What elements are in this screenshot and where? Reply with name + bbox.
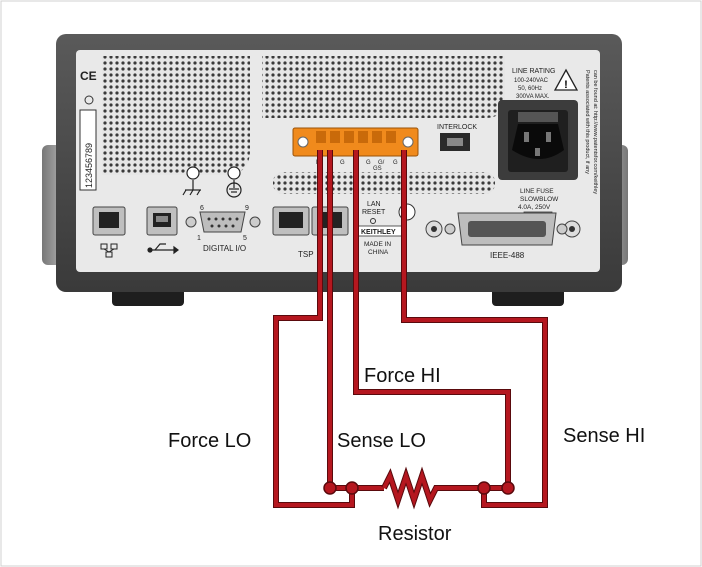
- line-fuse-3: 4.0A, 250V: [518, 204, 551, 211]
- usb-icon: [147, 243, 179, 255]
- dio-pin-9: 9: [245, 205, 249, 212]
- line-rating-3: 300VA MAX.: [516, 94, 550, 100]
- interlock-label: INTERLOCK: [437, 124, 477, 131]
- term-label-4: G/: [378, 160, 385, 166]
- lan-icon: [100, 243, 118, 258]
- dio-pin-6: 6: [200, 205, 204, 212]
- lan-port[interactable]: [92, 206, 126, 236]
- digital-io-connector[interactable]: [185, 211, 261, 233]
- svg-text:!: !: [564, 79, 568, 91]
- protective-earth-icon: [226, 166, 242, 198]
- tsp-label: TSP: [298, 250, 314, 259]
- line-fuse-2: SLOWBLOW: [520, 196, 559, 203]
- ieee-label: IEEE-488: [490, 251, 525, 260]
- usb-port[interactable]: [146, 206, 178, 236]
- lan-reset-1: LAN: [367, 201, 381, 208]
- sense-lo-label: Sense LO: [337, 430, 426, 452]
- junction-dot: [477, 481, 491, 495]
- lan-reset-2: RESET: [362, 209, 386, 216]
- line-rating-2: 50, 60Hz: [518, 86, 542, 92]
- junction-dot: [345, 481, 359, 495]
- made-in-2: CHINA: [368, 249, 389, 256]
- junction-dot: [501, 481, 515, 495]
- term-label-6: GS: [373, 166, 382, 172]
- terminal-block[interactable]: [292, 127, 419, 157]
- warning-icon: !: [553, 68, 579, 91]
- line-fuse-1: LINE FUSE: [520, 188, 554, 195]
- keithley-label: KEITHLEY: [361, 229, 396, 236]
- resistor-label: Resistor: [378, 523, 452, 545]
- chassis-ground-icon: [182, 166, 201, 196]
- term-label-5: G: [393, 160, 398, 166]
- serial-strip: [79, 109, 97, 191]
- ieee-488-connector[interactable]: [444, 212, 568, 246]
- sense-hi-label: Sense HI: [563, 425, 645, 447]
- made-in-1: MADE IN: [364, 241, 391, 248]
- digital-io-label: DIGITAL I/O: [203, 244, 246, 253]
- lan-reset-button[interactable]: [370, 218, 376, 224]
- term-label-3: G: [366, 160, 371, 166]
- mid-vent: [273, 172, 495, 194]
- term-label-2: G: [340, 160, 345, 166]
- dio-pin-5: 5: [243, 235, 247, 242]
- force-lo-label: Force LO: [168, 430, 251, 452]
- junctions: [323, 481, 515, 495]
- patents-1: Patents associated with this product, if…: [584, 70, 590, 174]
- top-vent: [262, 56, 505, 118]
- serial-number: 123456789: [84, 143, 94, 188]
- line-rating-title: LINE RATING: [512, 68, 555, 75]
- recycle-icon: [84, 95, 94, 105]
- line-rating-1: 100-240VAC: [514, 78, 549, 84]
- force-hi-label: Force HI: [364, 365, 441, 387]
- dio-pin-1: 1: [197, 235, 201, 242]
- ce-mark: CE: [80, 69, 97, 83]
- junction-dot: [323, 481, 337, 495]
- patents-2: can be found at: http://www.patentsfor.c…: [592, 70, 598, 194]
- trigger-bnc-left[interactable]: [425, 220, 443, 238]
- power-inlet[interactable]: [498, 100, 578, 180]
- left-vent: [102, 56, 250, 175]
